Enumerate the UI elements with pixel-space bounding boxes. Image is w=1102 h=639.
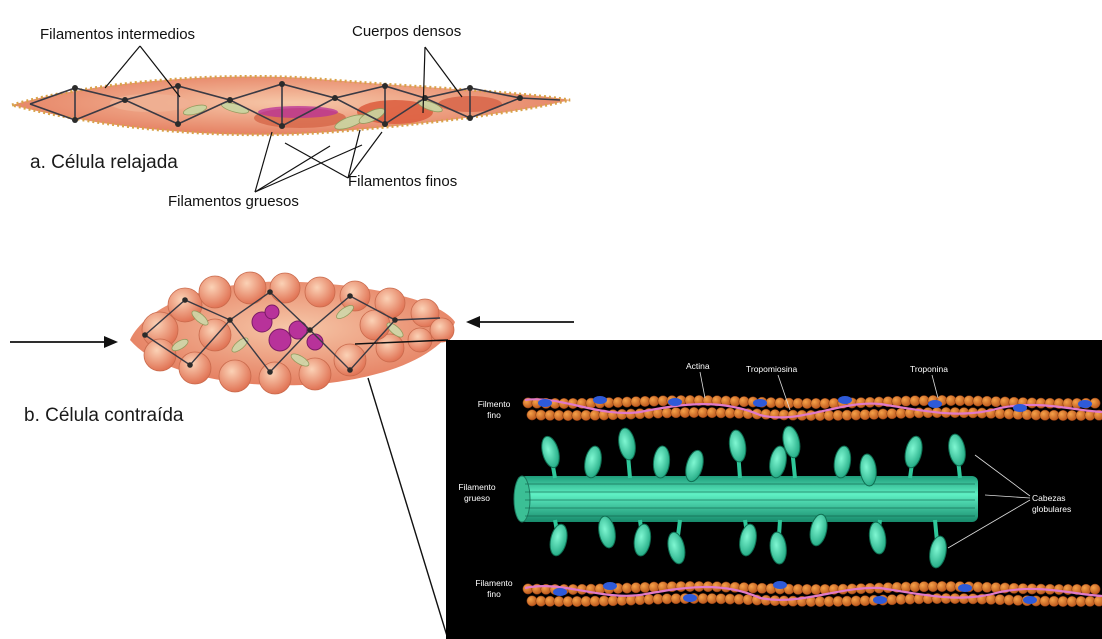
label-globular-heads-line2: globulares bbox=[1032, 504, 1071, 515]
contraction-arrow-left bbox=[10, 336, 118, 348]
contracted-cell bbox=[130, 272, 455, 394]
label-globular-heads: Cabezas globulares bbox=[1032, 493, 1071, 515]
label-thick-filament-line2: grueso bbox=[448, 493, 506, 504]
label-thin-filament-bottom-line1: Filamento bbox=[466, 578, 522, 589]
caption-contracted-cell: b. Célula contraída bbox=[24, 405, 184, 427]
label-thin-filaments: Filamentos finos bbox=[348, 173, 457, 190]
label-tropomyosin: Tropomiosina bbox=[746, 364, 797, 375]
relaxed-cell bbox=[12, 76, 570, 134]
caption-relaxed-cell: a. Célula relajada bbox=[30, 152, 178, 174]
label-dense-bodies: Cuerpos densos bbox=[352, 23, 461, 40]
myofilament-inset bbox=[446, 340, 1102, 639]
relaxed-nucleus bbox=[258, 106, 338, 118]
myosin-rod-end bbox=[514, 476, 530, 522]
actin-bead bbox=[1094, 596, 1102, 606]
label-globular-heads-line1: Cabezas bbox=[1032, 493, 1071, 504]
label-thin-filament-bottom: Filamento fino bbox=[466, 578, 522, 600]
label-thin-filament-top-line2: fino bbox=[470, 410, 518, 421]
zoom-lines bbox=[355, 340, 448, 636]
label-troponin: Troponina bbox=[910, 364, 948, 375]
label-thin-filament-top: Filmento fino bbox=[470, 399, 518, 421]
myosin-rod bbox=[520, 476, 978, 522]
label-intermediate-filaments: Filamentos intermedios bbox=[40, 26, 195, 43]
label-thin-filament-bottom-line2: fino bbox=[466, 589, 522, 600]
actin-bead bbox=[1090, 584, 1100, 594]
label-thick-filament-line1: Filamento bbox=[448, 482, 506, 493]
label-actin: Actina bbox=[686, 361, 710, 372]
label-thin-filament-top-line1: Filmento bbox=[470, 399, 518, 410]
label-thick-filament: Filamento grueso bbox=[448, 482, 506, 504]
contraction-arrow-right bbox=[466, 316, 574, 328]
label-thick-filaments: Filamentos gruesos bbox=[168, 193, 299, 210]
